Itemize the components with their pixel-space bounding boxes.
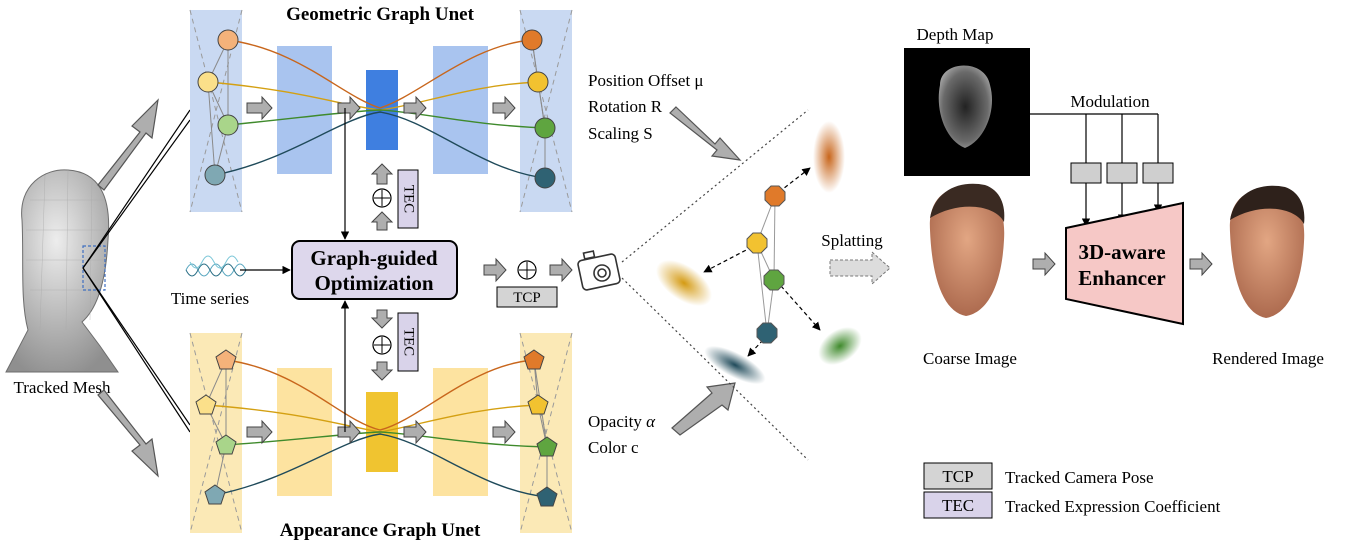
app-out-node-teal <box>536 486 558 507</box>
app-encoder-bar <box>277 368 332 496</box>
svg-text:TEC: TEC <box>401 328 417 356</box>
legend-tec-desc: Tracked Expression Coefficient <box>1005 497 1221 516</box>
optimization-line1: Graph-guided <box>310 246 438 270</box>
geo-out-node-orange <box>521 29 543 51</box>
tracked-mesh-label: Tracked Mesh <box>13 378 111 397</box>
geo-out-node-green <box>534 117 556 139</box>
geo-node-orange <box>217 29 239 51</box>
legend-tec-abbr: TEC <box>942 496 974 515</box>
graph-guided-optimization-box <box>291 240 458 300</box>
tcp-tag <box>496 286 558 308</box>
splatting-label: Splatting <box>821 231 883 250</box>
time-series-wave <box>185 255 247 277</box>
to-enhancer-arrow <box>1032 251 1056 277</box>
modulation-label: Modulation <box>1070 92 1150 111</box>
enhancer-line2: Enhancer <box>1078 266 1166 290</box>
app-node-orange <box>215 349 237 370</box>
geometric-unet <box>189 9 573 213</box>
modulation-blocks <box>1070 162 1174 184</box>
depth-map-label: Depth Map <box>917 25 994 44</box>
legend-tcp-desc: Tracked Camera Pose <box>1005 468 1154 487</box>
app-out-node-orange <box>523 349 545 370</box>
app-out-node-yellow <box>527 394 549 415</box>
attribute-flow-arrows <box>669 106 742 436</box>
lower-tec-tag <box>397 312 419 372</box>
enhancer-block <box>1065 201 1184 326</box>
optimization-line2: Optimization <box>315 271 434 295</box>
to-rendered-arrow <box>1189 251 1213 277</box>
coarse-image-label: Coarse Image <box>923 349 1017 368</box>
geo-node-teal <box>204 164 226 186</box>
mesh-to-graph-lines <box>82 109 191 433</box>
geo-out-node-yellow <box>527 71 549 93</box>
svg-text:TCP: TCP <box>513 290 541 306</box>
svg-text:TEC: TEC <box>401 185 417 213</box>
tracked-mesh-image <box>5 169 119 373</box>
lower-tec-merge: TEC <box>370 309 419 381</box>
appearance-unet <box>189 332 573 534</box>
app-decoder-bar <box>433 368 488 496</box>
geo-node-yellow <box>197 71 219 93</box>
app-node-teal <box>204 484 226 505</box>
enhancer-line1: 3D-aware <box>1078 240 1165 264</box>
legend-tcp-swatch <box>923 462 993 490</box>
legend-tec-swatch <box>923 491 993 519</box>
app-node-green <box>215 434 237 455</box>
camera-merge: TCP <box>483 257 573 308</box>
rendered-image <box>1229 185 1305 318</box>
position-offset-label: Position Offset μ <box>588 71 704 90</box>
legend: TCP Tracked Camera Pose TEC Tracked Expr… <box>923 462 1221 519</box>
mesh-flow-arrows <box>97 98 159 478</box>
camera-icon <box>577 250 621 291</box>
appearance-unet-title: Appearance Graph Unet <box>280 520 481 541</box>
geometric-unet-title: Geometric Graph Unet <box>286 4 475 25</box>
scaling-label: Scaling S <box>588 124 653 143</box>
app-out-node-green <box>536 436 558 457</box>
color-label: Color c <box>588 438 639 457</box>
opacity-label: Opacity α <box>588 412 656 431</box>
geo-node-green <box>217 114 239 136</box>
geo-decoder-bar <box>433 46 488 174</box>
rotation-label: Rotation R <box>588 97 663 116</box>
splatting-arrow <box>829 250 891 286</box>
geo-out-node-teal <box>534 167 556 189</box>
time-series-label: Time series <box>171 289 249 308</box>
geo-encoder-bar <box>277 46 332 174</box>
rendered-image-label: Rendered Image <box>1212 349 1324 368</box>
gaussian-splats <box>656 121 862 385</box>
app-node-yellow <box>195 394 217 415</box>
coarse-image <box>929 183 1005 316</box>
camera-frustum <box>621 109 809 461</box>
upper-tec-tag <box>397 169 419 229</box>
legend-tcp-abbr: TCP <box>942 467 973 486</box>
upper-tec-merge: TEC <box>370 163 419 231</box>
